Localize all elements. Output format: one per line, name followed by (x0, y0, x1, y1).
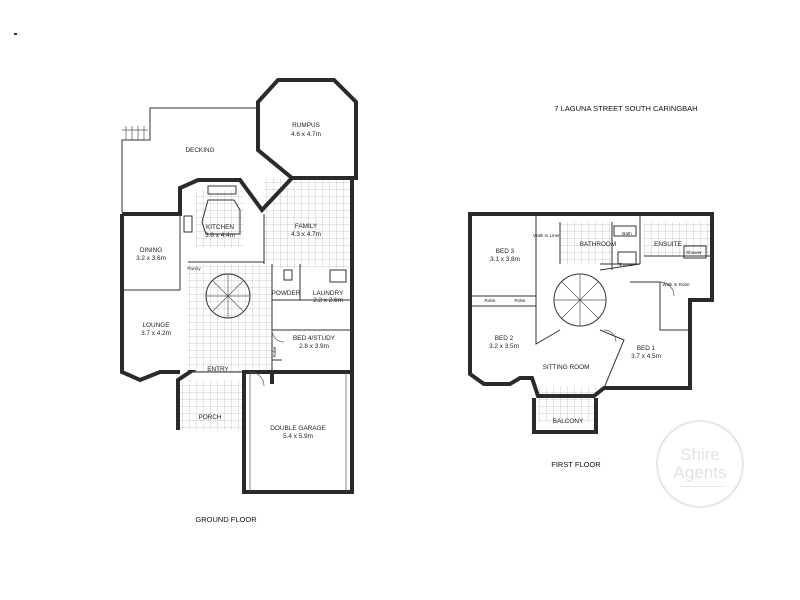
first-floor-plan (468, 212, 714, 434)
bath-label: Bath (622, 231, 632, 236)
wir-door-arc (659, 281, 675, 297)
porch-label: PORCH (198, 414, 221, 421)
powder-label: POWDER (272, 290, 301, 297)
bed2-size: 3.2 x 3.5m (489, 343, 519, 350)
dining-label: DINING (140, 247, 162, 254)
stair-treads (206, 274, 250, 318)
ground-internal-walls (122, 214, 352, 373)
bed4-door-arc (271, 329, 285, 343)
kitchen-label: KITCHEN (206, 224, 234, 231)
family-label: FAMILY (295, 223, 318, 230)
watermark-rule (680, 486, 724, 487)
rumpus-size: 4.6 x 4.7m (291, 131, 321, 138)
agency-watermark-logo: Shire Agents (656, 420, 744, 508)
bed1-label: BED 1 (637, 345, 656, 352)
entry-door-arc (249, 371, 265, 387)
walk-in-linen-label: Walk in Linen (533, 233, 561, 238)
kitchen-island (201, 199, 241, 235)
balcony-walls (532, 398, 598, 434)
ground-floor-title: GROUND FLOOR (195, 515, 257, 524)
bed2-label: BED 2 (495, 335, 514, 342)
balcony-label: BALCONY (553, 418, 584, 425)
ensuite-label: ENSUITE (654, 241, 682, 248)
ensuite-shower (683, 245, 707, 259)
bath-tub (613, 225, 637, 237)
bed1-door-arc (603, 329, 617, 343)
sitting-room-label: SITTING ROOM (543, 364, 590, 371)
garage-door-tracks (249, 372, 347, 492)
powder-toilet (283, 269, 293, 281)
bed3-size: 3.1 x 3.8m (490, 256, 520, 263)
laundry-tub (329, 269, 347, 283)
robe-a-label: Robe (485, 298, 496, 303)
ground-floor-plan (120, 78, 358, 494)
entry-label: ENTRY (207, 366, 229, 373)
lounge-size: 3.7 x 4.2m (141, 330, 171, 337)
rumpus-walls (256, 78, 358, 180)
bathroom-label: BATHROOM (580, 241, 616, 248)
robe-label: Robe (272, 346, 277, 357)
porch-tiles (178, 380, 244, 430)
first-outer-walls (468, 212, 714, 398)
robe-b-label: Robe (515, 298, 526, 303)
family-size: 4.3 x 4.7m (291, 231, 321, 238)
shower-bath-label: Shower (618, 262, 634, 267)
walk-in-robe-label: Walk in Robe (662, 282, 690, 287)
family-tiles (264, 178, 352, 268)
decking-outline (121, 107, 256, 212)
bed3-label: BED 3 (496, 248, 515, 255)
decking-steps (122, 126, 148, 140)
pantry-label: Pantry (187, 266, 201, 271)
first-floor-title: FIRST FLOOR (551, 460, 601, 469)
rumpus-label: RUMPUS (292, 122, 320, 129)
garage-size: 5.4 x 5.9m (283, 433, 313, 440)
decking-label: DECKING (185, 147, 214, 154)
balcony-tiles (538, 386, 596, 422)
garage-walls (242, 370, 354, 494)
bed4-label: BED 4/STUDY (293, 335, 336, 342)
first-stair-treads (554, 274, 606, 326)
lounge-label: LOUNGE (143, 322, 170, 329)
cooktop (183, 215, 193, 233)
bed1-size: 3.7 x 4.5m (631, 353, 661, 360)
bed4-size: 2.8 x 3.9m (299, 343, 329, 350)
laundry-size: 2.2 x 2.6m (313, 297, 343, 304)
bathroom-tiles (560, 222, 612, 264)
kitchen-size: 3.6 x 4.4m (205, 232, 235, 239)
scan-mark (14, 33, 17, 35)
bathroom-shower (617, 251, 637, 265)
watermark-line-1: Shire (680, 445, 720, 464)
garage-label: DOUBLE GARAGE (270, 425, 325, 432)
watermark-line-2: Agents (673, 463, 727, 482)
shower-ensuite-label: Shower (686, 250, 702, 255)
laundry-label: LAUNDRY (313, 290, 344, 297)
dining-size: 3.2 x 3.6m (136, 255, 166, 262)
first-internal-walls (470, 214, 712, 389)
address-title: 7 LAGUNA STREET SOUTH CARINGBAH (554, 104, 697, 113)
ensuite-tiles (644, 222, 712, 256)
kitchen-sink (207, 185, 237, 195)
